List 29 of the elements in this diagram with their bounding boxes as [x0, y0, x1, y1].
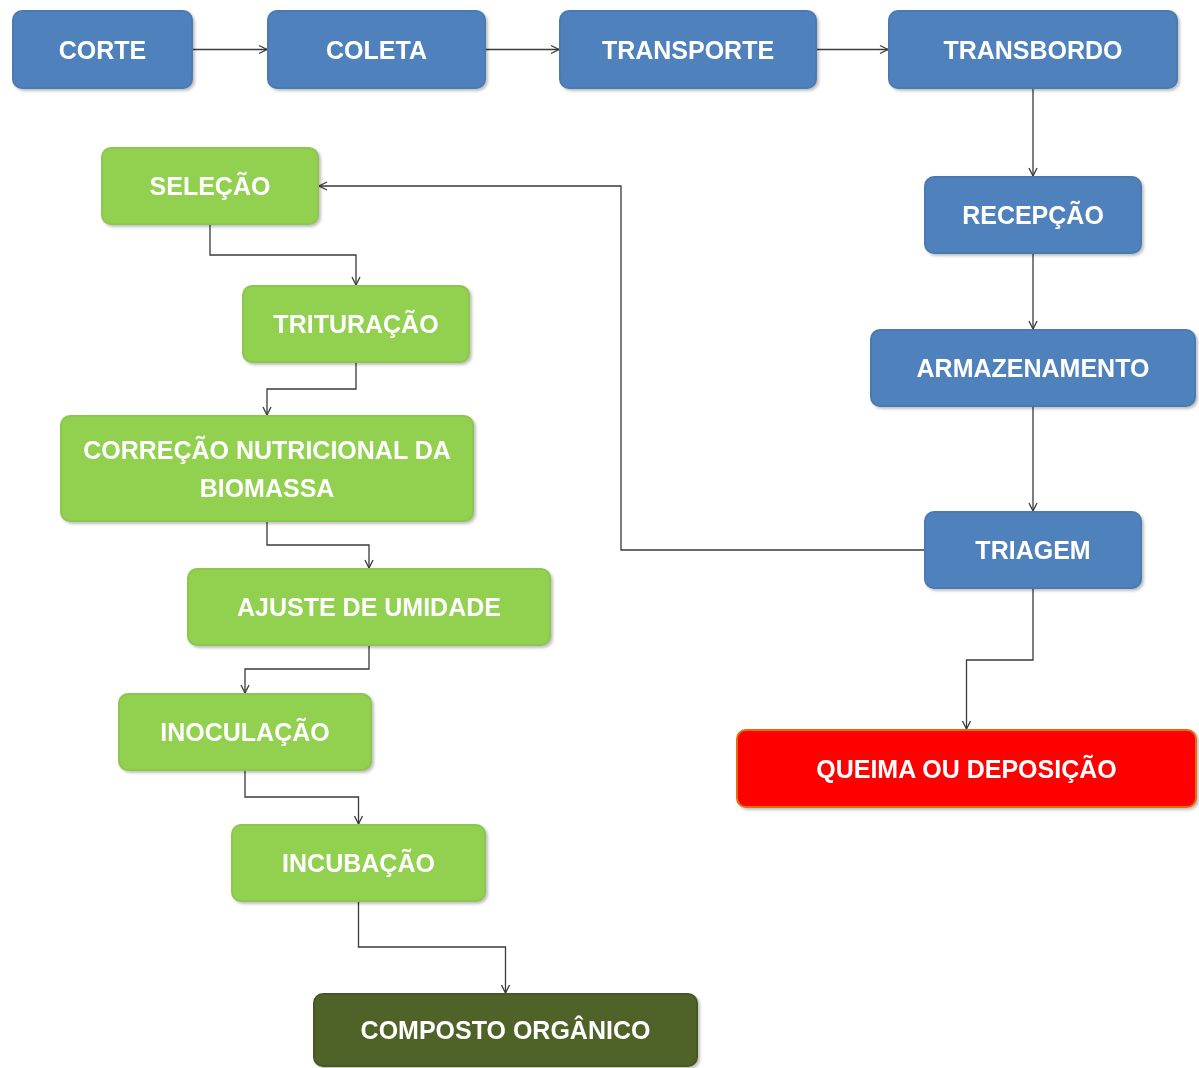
process-box: SELEÇÃO [101, 147, 319, 225]
process-box: COMPOSTO ORGÂNICO [313, 993, 698, 1067]
arrow [357, 901, 511, 994]
process-box: INOCULAÇÃO [118, 693, 372, 771]
process-box: CORTE [12, 10, 193, 89]
arrow [1028, 406, 1038, 512]
process-box: CORREÇÃO NUTRICIONAL DA BIOMASSA [60, 415, 474, 522]
process-box: TRIAGEM [924, 511, 1142, 589]
process-box: INCUBAÇÃO [231, 824, 486, 902]
arrow [1028, 88, 1038, 177]
arrow [262, 362, 357, 416]
process-box: TRITURAÇÃO [242, 285, 470, 363]
process-box: TRANSPORTE [559, 10, 817, 89]
arrow [318, 181, 925, 551]
arrow [240, 645, 370, 694]
arrow [485, 44, 560, 55]
process-box: ARMAZENAMENTO [870, 329, 1196, 407]
process-box: COLETA [267, 10, 486, 89]
arrow [244, 770, 364, 825]
arrow [192, 44, 268, 55]
arrow [816, 44, 889, 55]
process-box: TRANSBORDO [888, 10, 1178, 89]
arrow [209, 224, 361, 286]
arrow [1028, 253, 1038, 330]
process-box: AJUSTE DE UMIDADE [187, 568, 551, 646]
arrow [266, 521, 374, 569]
process-box: QUEIMA OU DEPOSIÇÃO [736, 729, 1197, 808]
process-box: RECEPÇÃO [924, 176, 1142, 254]
arrow [961, 588, 1034, 730]
